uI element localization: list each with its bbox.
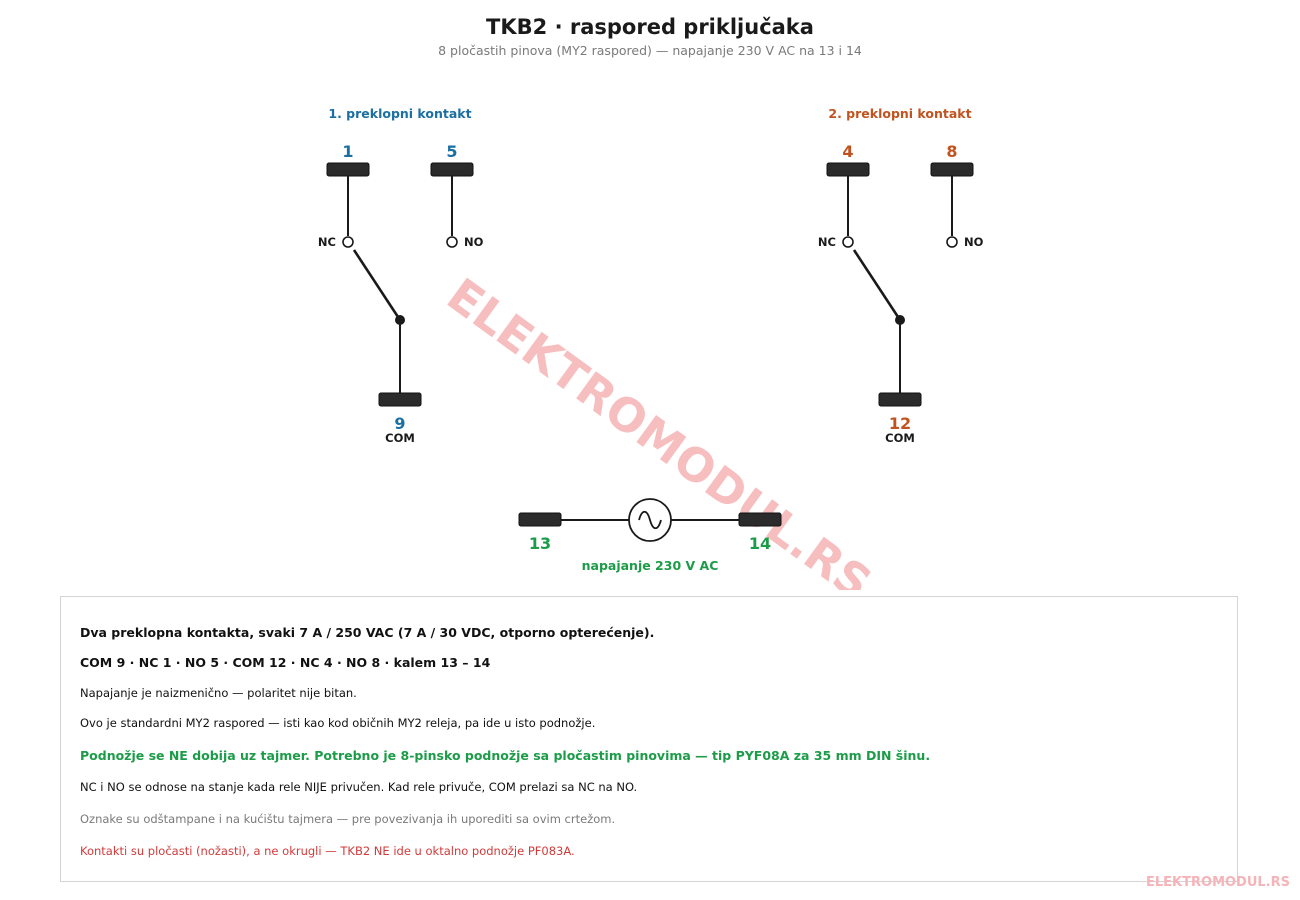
contact-group-2: 2. preklopni kontakt 4 8 NC NO 12 COM [818,106,984,445]
contact-group-1: 1. preklopni kontakt 1 5 NC NO 9 COM [318,106,484,445]
pin-8-pad [930,162,974,177]
com-label: COM [885,431,915,445]
pin-1-pad [326,162,370,177]
com-label: COM [385,431,415,445]
supply-label: napajanje 230 V AC [582,558,719,573]
contact1-heading: 1. preklopni kontakt [328,106,471,121]
no-label: NO [964,235,984,249]
pin-1-number: 1 [342,142,353,161]
pin-13-number: 13 [529,534,551,553]
pin-4-number: 4 [842,142,853,161]
page-subtitle: 8 pločastih pinova (MY2 raspored) — napa… [438,43,862,58]
pin-12-number: 12 [889,414,911,433]
nc-terminal [842,236,854,248]
nc-terminal [342,236,354,248]
page-title: TKB2 · raspored priključaka [486,15,814,39]
no-terminal [446,236,458,248]
note-standard-layout: Ovo je standardni MY2 raspored — isti ka… [80,716,596,730]
switch-blade [852,249,902,321]
contact2-heading: 2. preklopni kontakt [828,106,971,121]
note-markings: Oznake su odštampane i na kućištu tajmer… [80,812,616,826]
pin-9-number: 9 [394,414,405,433]
pin-14-pad [738,512,782,527]
note-warning: Kontakti su pločasti (nožasti), a ne okr… [80,844,575,858]
pin-4-pad [826,162,870,177]
nc-label: NC [818,235,836,249]
pin-8-number: 8 [946,142,957,161]
note-polarity: Napajanje je naizmenično — polaritet nij… [80,686,357,700]
footer-brand: ELEKTROMODUL.RS [1146,875,1290,890]
pin-12-pad [878,392,922,407]
pin-5-pad [430,162,474,177]
no-label: NO [464,235,484,249]
pinout-diagram: TKB2 · raspored priključaka 8 pločastih … [318,15,984,590]
pin-14-number: 14 [749,534,771,553]
switch-blade [352,249,402,321]
note-pin-summary: COM 9 · NC 1 · NO 5 · COM 12 · NC 4 · NO… [80,655,491,670]
ac-source-icon [628,498,672,542]
note-nc-no: NC i NO se odnose na stanje kada rele NI… [80,780,638,794]
note-ratings: Dva preklopna kontakta, svaki 7 A / 250 … [80,625,655,640]
pin-13-pad [518,512,562,527]
pin-5-number: 5 [446,142,457,161]
supply-group: 13 14 napajanje 230 V AC [518,498,782,573]
watermark: ELEKTROMODUL.RS [437,267,881,590]
notes-panel: Dva preklopna kontakta, svaki 7 A / 250 … [60,596,1238,882]
note-socket: Podnožje se NE dobija uz tajmer. Potrebn… [80,748,931,763]
nc-label: NC [318,235,336,249]
no-terminal [946,236,958,248]
pin-9-pad [378,392,422,407]
